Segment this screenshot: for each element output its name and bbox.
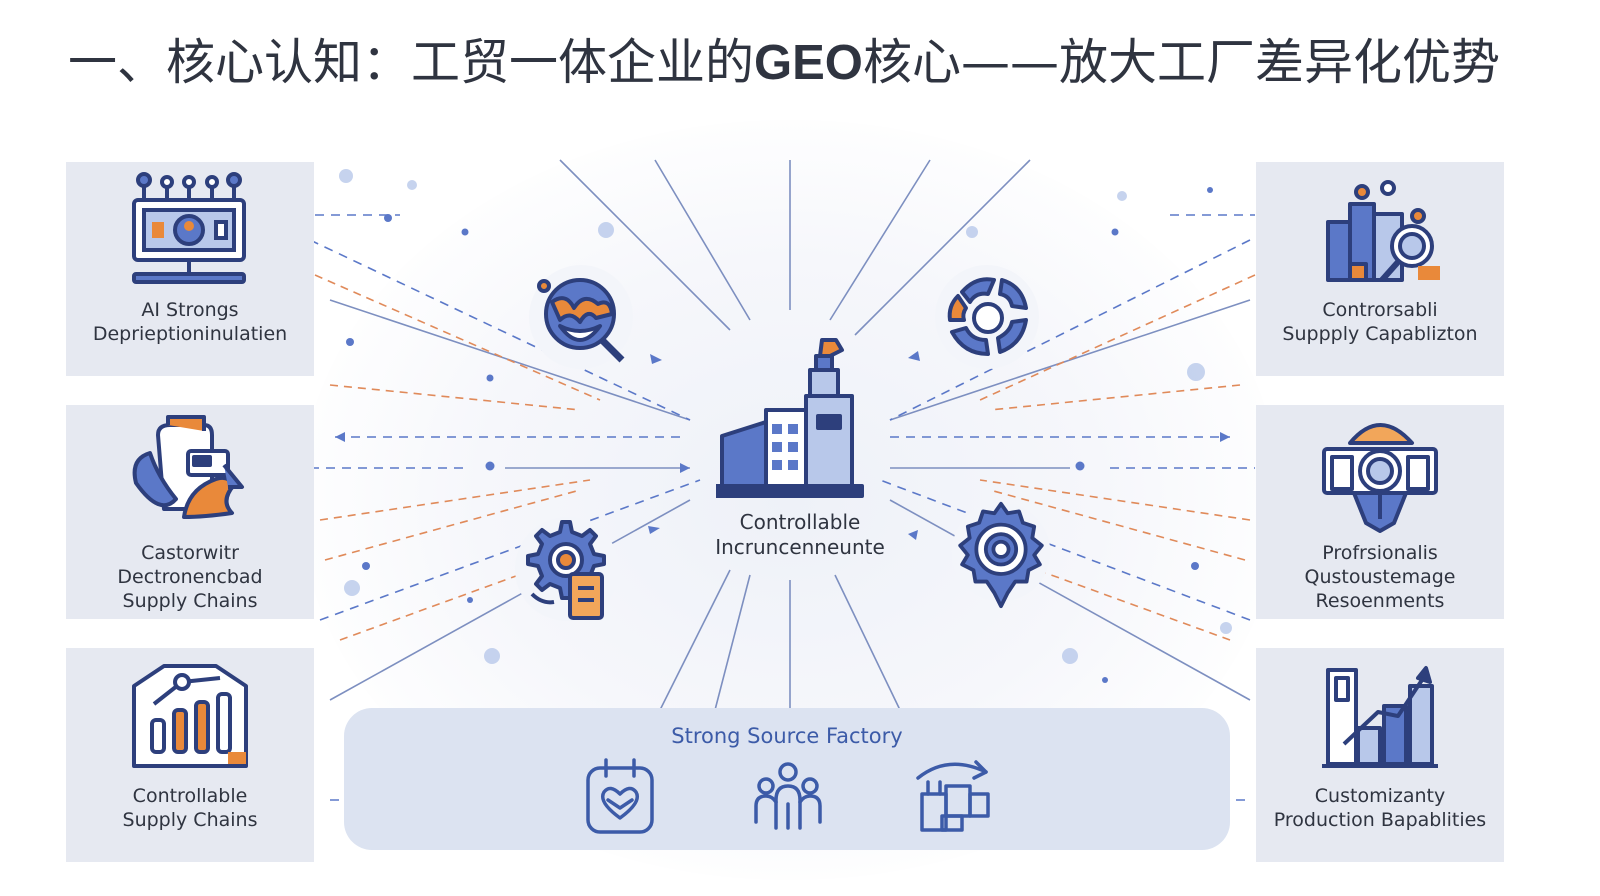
card-label: Controrsabli Suppply Capablizton: [1282, 299, 1478, 345]
compass-gear-icon: [951, 501, 1051, 609]
card-ai: AI Strongs Deprieptioninulatien: [66, 162, 314, 376]
card-prof: Profrsionalis Qustoustemage Resoenments: [1256, 405, 1504, 619]
globe-search-icon: [529, 265, 633, 369]
card-castorwitr: Castorwitr Dectronencbad Supply Chains: [66, 405, 314, 619]
card-label: Customizanty Production Bapablities: [1273, 785, 1487, 831]
warehouse-boxes-icon: [916, 760, 990, 832]
card-supply: Controllable Supply Chains: [66, 648, 314, 862]
monitor-search-icon: [132, 172, 246, 284]
center-label: Controllable Incruncenneunte: [715, 510, 885, 559]
hand-document-icon: [132, 415, 244, 519]
card-label: Profrsionalis Qustoustemage Resoenments: [1304, 542, 1456, 612]
profile-board-icon: [1322, 423, 1438, 533]
card-label: Castorwitr Dectronencbad Supply Chains: [117, 542, 263, 612]
cycle-arrows-icon: [935, 265, 1039, 369]
inventory-search-icon: [1326, 180, 1440, 282]
bar-chart-icon: [132, 664, 248, 768]
factory-icon: [716, 338, 864, 498]
card-custom: Customizanty Production Bapablities: [1256, 648, 1504, 862]
card-label: AI Strongs Deprieptioninulatien: [92, 299, 288, 345]
page-title: 一、核心认知：工贸一体企业的GEO核心——放大工厂差异化优势: [68, 34, 1500, 91]
card-label: Controllable Supply Chains: [122, 785, 258, 831]
card-capability: Controrsabli Suppply Capablizton: [1256, 162, 1504, 376]
source-panel: Strong Source Factory: [344, 708, 1230, 850]
calendar-heart-icon: [586, 758, 654, 834]
growth-chart-icon: [1322, 666, 1438, 768]
gear-document-icon: [515, 517, 619, 621]
source-title: Strong Source Factory: [671, 724, 903, 748]
team-icon: [754, 762, 822, 830]
